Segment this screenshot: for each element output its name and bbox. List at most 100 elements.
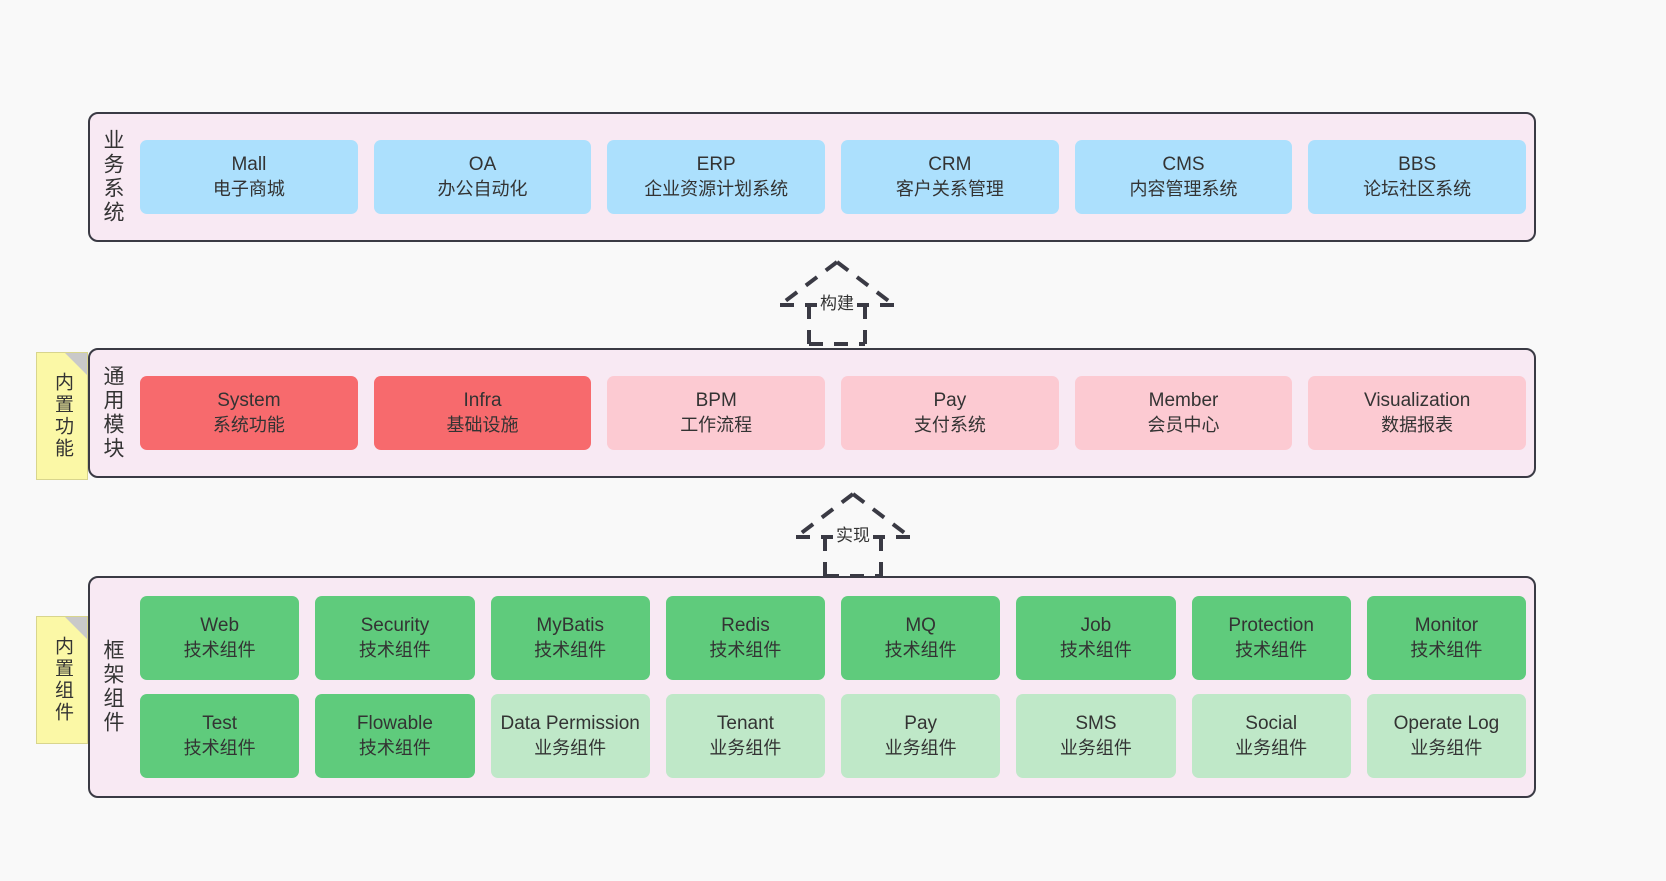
card-title: Security (360, 615, 430, 637)
card-title: Visualization (1363, 390, 1471, 412)
layer-framework-components: 框架组件 Web 技术组件 Test 技术组件 Security 技术组件 F (88, 576, 1536, 798)
card-column: System 系统功能 (132, 350, 366, 476)
card-subtitle: 会员中心 (1147, 414, 1220, 435)
card-column: BPM 工作流程 (599, 350, 833, 476)
card-column: Job 技术组件 SMS 业务组件 (1008, 578, 1183, 796)
card-column: CRM 客户关系管理 (833, 114, 1067, 240)
card-title: CRM (928, 154, 972, 176)
card-title: Pay (904, 713, 938, 735)
note-label: 内置功能 (51, 372, 73, 460)
card-web[interactable]: Web 技术组件 (140, 596, 300, 680)
layer-label-common: 通用模块 (101, 365, 125, 461)
card-mybatis[interactable]: MyBatis 技术组件 (490, 596, 650, 680)
note-label: 内置组件 (51, 636, 73, 724)
card-title: Operate Log (1393, 713, 1500, 735)
card-column: OA 办公自动化 (366, 114, 600, 240)
card-subtitle: 技术组件 (534, 639, 607, 660)
card-title: Data Permission (500, 713, 640, 735)
note-builtin-components: 内置组件 (36, 616, 88, 744)
card-column: Visualization 数据报表 (1300, 350, 1534, 476)
card-subtitle: 业务组件 (1410, 737, 1483, 758)
layer-business-systems: 业务系统 Mall 电子商城 OA 办公自动化 ERP 企业资源计划系统 (88, 112, 1536, 242)
card-infra[interactable]: Infra 基础设施 (373, 376, 592, 450)
card-tenant[interactable]: Tenant 业务组件 (665, 694, 826, 778)
card-job[interactable]: Job 技术组件 (1016, 596, 1176, 680)
card-column: Security 技术组件 Flowable 技术组件 (307, 578, 482, 796)
card-pay-component[interactable]: Pay 业务组件 (841, 694, 1001, 778)
card-title: MyBatis (536, 615, 604, 637)
card-subtitle: 业务组件 (1059, 737, 1132, 758)
card-cms[interactable]: CMS 内容管理系统 (1074, 140, 1293, 214)
card-column: Protection 技术组件 Social 业务组件 (1184, 578, 1359, 796)
card-erp[interactable]: ERP 企业资源计划系统 (607, 140, 826, 214)
card-subtitle: 技术组件 (1059, 639, 1132, 660)
card-subtitle: 客户关系管理 (895, 178, 1004, 199)
card-mq[interactable]: MQ 技术组件 (841, 596, 1001, 680)
card-protection[interactable]: Protection 技术组件 (1191, 596, 1351, 680)
card-title: BBS (1398, 154, 1437, 176)
card-visualization[interactable]: Visualization 数据报表 (1308, 376, 1526, 450)
card-subtitle: 业务组件 (884, 737, 957, 758)
card-social[interactable]: Social 业务组件 (1191, 694, 1351, 778)
card-subtitle: 论坛社区系统 (1363, 178, 1472, 199)
card-member[interactable]: Member 会员中心 (1074, 376, 1293, 450)
card-operate-log[interactable]: Operate Log 业务组件 (1366, 694, 1527, 778)
card-title: ERP (696, 154, 736, 176)
card-subtitle: 工作流程 (680, 414, 753, 435)
card-title: CMS (1162, 154, 1205, 176)
card-subtitle: 系统功能 (212, 414, 285, 435)
card-subtitle: 技术组件 (884, 639, 957, 660)
card-redis[interactable]: Redis 技术组件 (665, 596, 826, 680)
card-system[interactable]: System 系统功能 (140, 376, 358, 450)
card-crm[interactable]: CRM 客户关系管理 (841, 140, 1059, 214)
card-monitor[interactable]: Monitor 技术组件 (1366, 596, 1527, 680)
note-fold-corner-icon (65, 353, 87, 375)
card-column: Mall 电子商城 (132, 114, 366, 240)
card-title: Tenant (716, 713, 774, 735)
layer-common-modules: 通用模块 System 系统功能 Infra 基础设施 BPM 工作流程 (88, 348, 1536, 478)
card-subtitle: 业务组件 (709, 737, 782, 758)
card-title: Monitor (1414, 615, 1479, 637)
card-title: Job (1080, 615, 1112, 637)
card-column: MQ 技术组件 Pay 业务组件 (833, 578, 1008, 796)
card-column: Member 会员中心 (1067, 350, 1301, 476)
card-data-permission[interactable]: Data Permission 业务组件 (490, 694, 650, 778)
card-mall[interactable]: Mall 电子商城 (140, 140, 358, 214)
card-column: Infra 基础设施 (366, 350, 600, 476)
card-title: OA (468, 154, 497, 176)
layer-label-business: 业务系统 (101, 129, 125, 225)
card-subtitle: 业务组件 (534, 737, 607, 758)
card-subtitle: 技术组件 (183, 737, 256, 758)
card-security[interactable]: Security 技术组件 (315, 596, 475, 680)
card-subtitle: 业务组件 (1235, 737, 1308, 758)
card-oa[interactable]: OA 办公自动化 (373, 140, 592, 214)
card-title: Protection (1228, 615, 1314, 637)
card-title: Infra (463, 390, 502, 412)
card-flowable[interactable]: Flowable 技术组件 (315, 694, 475, 778)
card-subtitle: 办公自动化 (437, 178, 528, 199)
card-subtitle: 内容管理系统 (1129, 178, 1238, 199)
card-column: Pay 支付系统 (833, 350, 1067, 476)
card-pay[interactable]: Pay 支付系统 (841, 376, 1059, 450)
card-bpm[interactable]: BPM 工作流程 (607, 376, 826, 450)
card-bbs[interactable]: BBS 论坛社区系统 (1308, 140, 1526, 214)
card-subtitle: 技术组件 (709, 639, 782, 660)
card-title: MQ (905, 615, 936, 637)
card-test[interactable]: Test 技术组件 (140, 694, 300, 778)
card-subtitle: 技术组件 (183, 639, 256, 660)
card-column: BBS 论坛社区系统 (1300, 114, 1534, 240)
card-title: Test (202, 713, 238, 735)
card-column: Redis 技术组件 Tenant 业务组件 (658, 578, 833, 796)
card-subtitle: 数据报表 (1381, 414, 1454, 435)
card-sms[interactable]: SMS 业务组件 (1016, 694, 1176, 778)
card-title: System (217, 390, 281, 412)
common-card-list: System 系统功能 Infra 基础设施 BPM 工作流程 Pay (132, 350, 1534, 476)
card-subtitle: 技术组件 (1410, 639, 1483, 660)
connector-realize: 实现 (768, 490, 938, 578)
card-title: Mall (231, 154, 267, 176)
business-card-list: Mall 电子商城 OA 办公自动化 ERP 企业资源计划系统 CRM (132, 114, 1534, 240)
card-title: BPM (695, 390, 737, 412)
card-title: Redis (721, 615, 770, 637)
card-column: Monitor 技术组件 Operate Log 业务组件 (1359, 578, 1534, 796)
